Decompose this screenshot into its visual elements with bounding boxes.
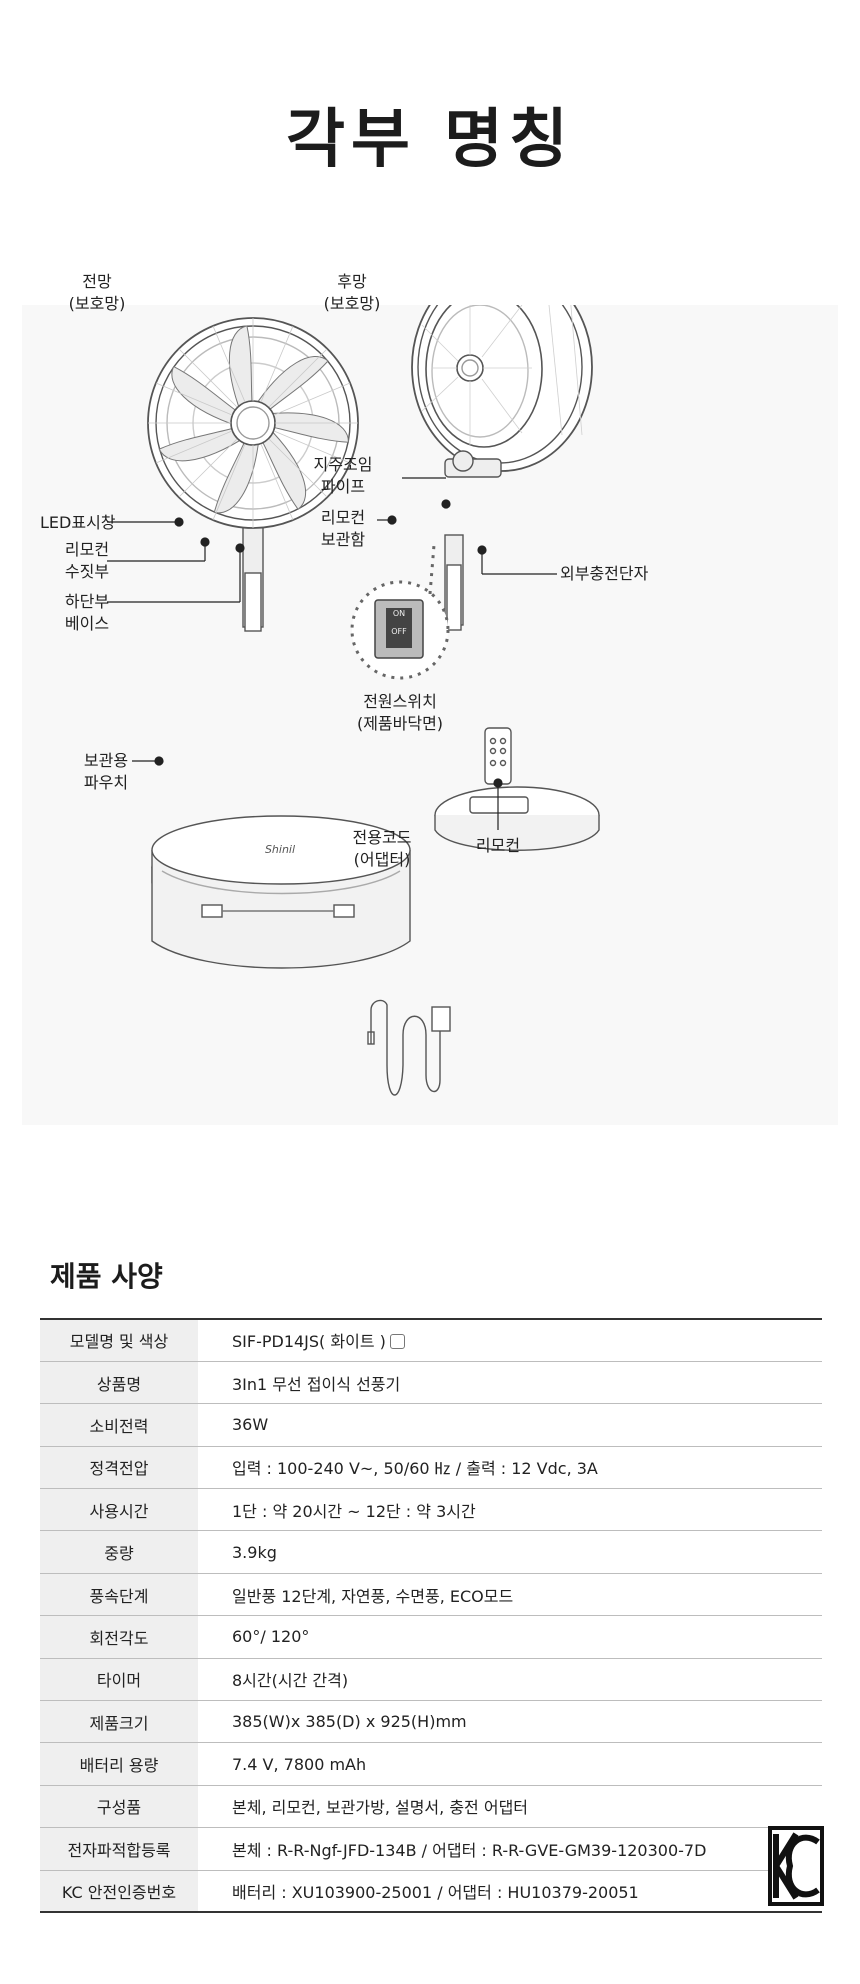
spec-value: 8시간(시간 간격) (198, 1658, 822, 1702)
spec-value: 3.9kg (198, 1530, 822, 1574)
adapter-illustration (367, 999, 451, 1096)
spec-key: KC 안전인증번호 (40, 1870, 198, 1913)
spec-value: 1단 : 약 20시간 ~ 12단 : 약 3시간 (198, 1488, 822, 1532)
label-pole-pipe: 지주조임 파이프 (308, 454, 378, 498)
pouch-illustration (151, 815, 411, 969)
page-title: 각부 명칭 (286, 103, 574, 177)
spec-value: 7.4 V, 7800 mAh (198, 1742, 822, 1786)
label-remote-holder-line1: 리모컨 (64, 540, 110, 559)
spec-value: 3In1 무선 접이식 선풍기 (198, 1361, 822, 1405)
label-pouch: 보관용 파우치 (76, 750, 136, 794)
spec-key: 제품크기 (40, 1700, 198, 1744)
label-pouch-line2: 파우치 (83, 773, 129, 792)
label-base-line2: 베이스 (64, 614, 110, 633)
spec-value: 일반풍 12단계, 자연풍, 수면풍, ECO모드 (198, 1573, 822, 1617)
spec-value: 입력 : 100-240 V~, 50/60 ㎐ / 출력 : 12 Vdc, … (198, 1446, 822, 1490)
label-power-switch-line2: (제품바닥면) (356, 714, 444, 733)
spec-key: 사용시간 (40, 1488, 198, 1532)
spec-key: 전자파적합등록 (40, 1827, 198, 1871)
label-adapter-line1: 전용코드 (352, 828, 412, 847)
spec-key: 회전각도 (40, 1615, 198, 1659)
remote-illustration (484, 727, 512, 785)
rear-guard-wires (421, 305, 583, 445)
label-led-display: LED표시창 (40, 513, 116, 532)
parts-diagram-illustration (107, 305, 600, 1096)
spec-key: 구성품 (40, 1785, 198, 1829)
label-pole-pipe-line1: 지주조임 (313, 455, 373, 474)
rear-fan (411, 305, 600, 851)
label-base: 하단부 베이스 (57, 591, 117, 635)
label-remote-holder-line2: 수짓부 (64, 562, 110, 581)
spec-key: 모델명 및 색상 (40, 1319, 198, 1362)
label-front-guard-line2: (보호망) (68, 294, 126, 313)
label-front-guard: 전망 (보호망) (52, 271, 142, 315)
spec-value-text: SIF-PD14JS( 화이트 ) (232, 1332, 386, 1352)
leader-lines (107, 477, 557, 830)
white-color-swatch (389, 1334, 405, 1350)
label-rear-guard-line2: (보호망) (323, 294, 381, 313)
label-charging-port: 외부충전단자 (560, 564, 649, 583)
spec-value: 36W (198, 1403, 822, 1447)
label-remote-storage: 리모컨 보관함 (308, 507, 378, 551)
spec-value: 배터리 : XU103900-25001 / 어댑터 : HU10379-200… (232, 1883, 639, 1903)
spec-key: 배터리 용량 (40, 1742, 198, 1786)
spec-key: 상품명 (40, 1361, 198, 1405)
label-pole-pipe-line2: 파이프 (320, 477, 366, 496)
table-row: 모델명 및 색상 SIF-PD14JS( 화이트 ) (40, 1319, 822, 1362)
spec-value: 본체 : R-R-Ngf-JFD-134B / 어댑터 : R-R-GVE-GM… (198, 1827, 822, 1871)
label-rear-guard: 후망 (보호망) (317, 271, 387, 315)
label-remote-storage-line2: 보관함 (320, 530, 366, 549)
parts-diagram: 전망 (보호망) 후망 (보호망) LED표시창 리모컨 수짓부 하단부 베이스… (22, 272, 838, 1125)
spec-value: 60°/ 120° (198, 1615, 822, 1659)
label-front-guard-line1: 전망 (82, 272, 112, 291)
label-remote: 리모컨 (475, 836, 521, 855)
spec-key: 정격전압 (40, 1446, 198, 1490)
label-adapter: 전용코드 (어댑터) (342, 827, 422, 871)
label-switch-off: OFF (391, 627, 407, 636)
pouch-brand-logo: Shinil (264, 843, 296, 856)
spec-key: 풍속단계 (40, 1573, 198, 1617)
spec-key: 소비전력 (40, 1403, 198, 1447)
label-adapter-line2: (어댑터) (353, 850, 411, 869)
spec-key: 타이머 (40, 1658, 198, 1702)
front-guard-wires (148, 318, 358, 528)
label-base-line1: 하단부 (64, 592, 110, 611)
kc-certification-mark (768, 1826, 824, 1906)
table-row: KC 안전인증번호 배터리 : XU103900-25001 / 어댑터 : HU… (40, 1870, 822, 1913)
label-remote-holder: 리모컨 수짓부 (57, 539, 117, 583)
spec-value: 본체, 리모컨, 보관가방, 설명서, 충전 어댑터 (198, 1785, 822, 1829)
label-remote-storage-line1: 리모컨 (320, 508, 366, 527)
spec-value: 385(W)x 385(D) x 925(H)mm (198, 1700, 822, 1744)
spec-heading: 제품 사양 (50, 1260, 163, 1293)
label-power-switch-line1: 전원스위치 (363, 692, 437, 711)
spec-value: SIF-PD14JS( 화이트 ) (198, 1319, 822, 1362)
label-power-switch: 전원스위치 (제품바닥면) (350, 691, 450, 735)
spec-key: 중량 (40, 1530, 198, 1574)
label-switch-on: ON (392, 609, 406, 618)
label-pouch-line1: 보관용 (83, 751, 129, 770)
label-rear-guard-line1: 후망 (337, 272, 367, 291)
